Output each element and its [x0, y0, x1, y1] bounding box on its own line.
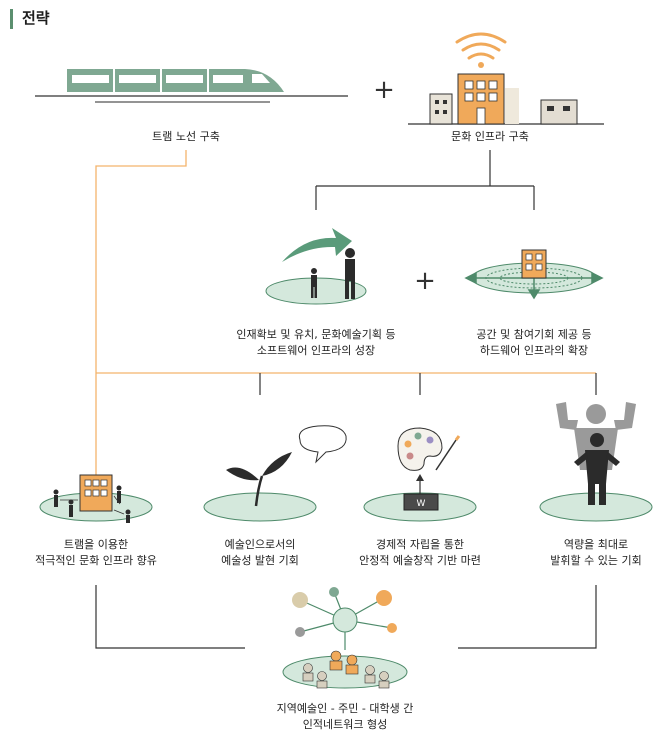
dark-connectors	[95, 150, 597, 649]
culture-infra-illustration	[408, 32, 604, 125]
network-left-line	[95, 585, 245, 649]
hardware-label-line2: 하드웨어 인프라의 확장	[480, 343, 588, 357]
outcome4-illustration	[539, 402, 653, 522]
tram-connector	[95, 150, 187, 520]
outcome3-illustration	[363, 427, 477, 522]
orange-connectors	[95, 150, 596, 520]
outcome3-line2: 안정적 예술창작 기반 마련	[359, 554, 481, 567]
title-accent-bar	[10, 9, 13, 29]
plus-middle: +	[414, 266, 436, 296]
outcome4-line1: 역량을 최대로	[564, 538, 628, 551]
outcome4-line2: 발휘할 수 있는 기회	[550, 554, 641, 567]
network-illustration	[282, 587, 408, 689]
page-title: 전략	[22, 9, 50, 27]
outcome2-illustration	[203, 425, 347, 522]
tram-illustration	[35, 69, 348, 103]
outcome1-line2: 적극적인 문화 인프라 향유	[35, 554, 157, 567]
outcome2-line2: 예술성 발현 기회	[221, 554, 299, 567]
money-symbol: W	[417, 499, 426, 509]
network-right-line	[458, 585, 597, 649]
network-line2: 인적네트워크 형성	[303, 718, 387, 731]
outcome1-illustration	[39, 474, 153, 523]
software-label-line2: 소프트웨어 인프라의 성장	[257, 344, 375, 357]
outcome1-line1: 트램을 이용한	[64, 538, 128, 551]
hardware-label-line1: 공간 및 참여기회 제공 등	[476, 328, 591, 341]
tram-label: 트램 노선 구축	[152, 130, 220, 143]
outcome2-line1: 예술인으로서의	[225, 538, 296, 551]
outcome3-line1: 경제적 자립을 통한	[376, 538, 464, 551]
software-growth-illustration	[265, 228, 367, 305]
plus-top: +	[373, 75, 395, 105]
software-label-line1: 인재확보 및 유치, 문화예술기획 등	[236, 328, 395, 341]
culture-label: 문화 인프라 구축	[451, 130, 529, 143]
network-line1: 지역예술인 - 주민 - 대학생 간	[277, 702, 414, 715]
hardware-expansion-illustration	[464, 249, 604, 300]
